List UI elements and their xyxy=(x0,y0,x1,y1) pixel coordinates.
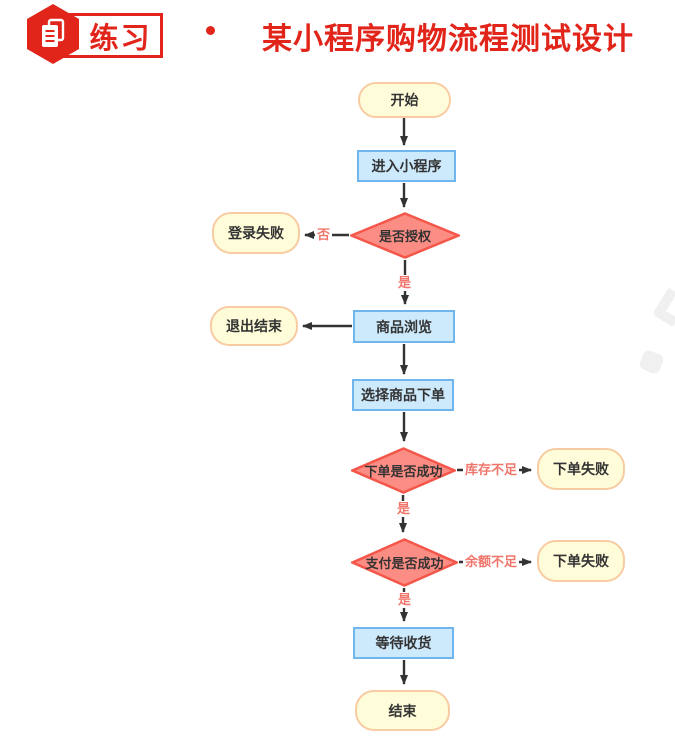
node-label: 是否授权 xyxy=(378,229,431,244)
flow-node-browse-products: 商品浏览 xyxy=(353,310,455,343)
flow-node-wait-receive: 等待收货 xyxy=(353,627,454,659)
node-label: 下单失败 xyxy=(553,461,609,477)
node-label: 下单失败 xyxy=(553,553,609,569)
flow-node-end: 结束 xyxy=(355,690,450,731)
edge-label-yes: 是 xyxy=(395,501,413,517)
flow-node-start: 开始 xyxy=(358,82,451,118)
node-label: 下单是否成功 xyxy=(364,464,443,479)
node-label: 选择商品下单 xyxy=(361,387,445,403)
flow-node-enter-miniprogram: 进入小程序 xyxy=(357,150,456,182)
flow-node-pay-success-decision: 支付是否成功 xyxy=(351,538,458,587)
practice-badge-label: 练习 xyxy=(89,22,152,55)
flow-node-login-fail: 登录失败 xyxy=(212,212,300,254)
edge-label-no: 否 xyxy=(315,227,333,243)
flow-node-order-fail-2: 下单失败 xyxy=(537,540,625,582)
node-label: 结束 xyxy=(388,702,417,719)
page-title: 某小程序购物流程测试设计 xyxy=(262,23,634,56)
edge-label-balance: 余额不足 xyxy=(463,554,520,570)
node-label: 等待收货 xyxy=(375,635,432,651)
diamond-shape xyxy=(351,447,456,494)
document-icon xyxy=(42,18,65,47)
flow-node-exit-end: 退出结束 xyxy=(210,306,298,346)
node-label: 退出结束 xyxy=(226,318,282,334)
flow-node-order-fail-1: 下单失败 xyxy=(537,448,625,490)
flow-node-order-success-decision: 下单是否成功 xyxy=(351,447,456,494)
edge-label-yes: 是 xyxy=(396,592,414,608)
node-label: 支付是否成功 xyxy=(365,556,444,571)
title-bullet-icon xyxy=(206,26,215,35)
header: 练习 某小程序购物流程测试设计 xyxy=(0,0,675,75)
node-label: 开始 xyxy=(390,92,419,108)
node-label: 登录失败 xyxy=(228,225,284,241)
practice-badge-box: 练习 xyxy=(60,13,163,58)
flow-node-select-order: 选择商品下单 xyxy=(352,379,454,411)
edge-label-yes: 是 xyxy=(396,275,414,291)
node-label: 商品浏览 xyxy=(376,318,432,335)
node-label: 进入小程序 xyxy=(371,158,442,174)
diamond-shape xyxy=(350,212,460,259)
flow-node-auth-decision: 是否授权 xyxy=(350,212,460,259)
edge-label-stock: 库存不足 xyxy=(463,462,520,478)
diamond-shape xyxy=(351,538,458,587)
